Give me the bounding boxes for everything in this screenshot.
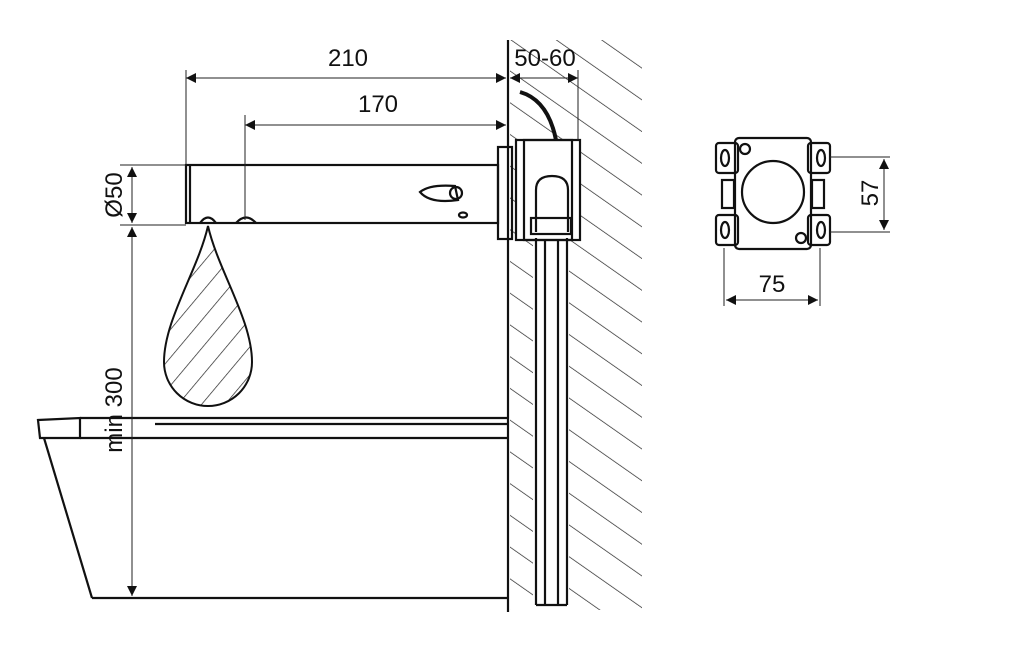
sensor-window <box>418 184 460 203</box>
dim-box-height: 57 <box>857 180 884 207</box>
cable <box>519 90 558 141</box>
dim-box-width: 75 <box>759 271 786 298</box>
wall <box>506 40 642 612</box>
dim-overall-length: 210 <box>328 45 368 72</box>
faucet-spout <box>184 145 514 241</box>
mounting-box-front <box>714 136 832 251</box>
dimension-lines <box>120 70 579 596</box>
box-dimension-lines <box>723 156 890 306</box>
basin <box>36 416 508 600</box>
dim-diameter: Ø50 <box>101 172 128 217</box>
dim-wall-depth: 50-60 <box>514 45 575 72</box>
water-drop <box>162 225 254 407</box>
supply-pipe <box>534 238 569 607</box>
mounting-box-side <box>514 90 582 242</box>
dim-min-height: min 300 <box>101 367 128 452</box>
dim-outlet-length: 170 <box>358 91 398 118</box>
